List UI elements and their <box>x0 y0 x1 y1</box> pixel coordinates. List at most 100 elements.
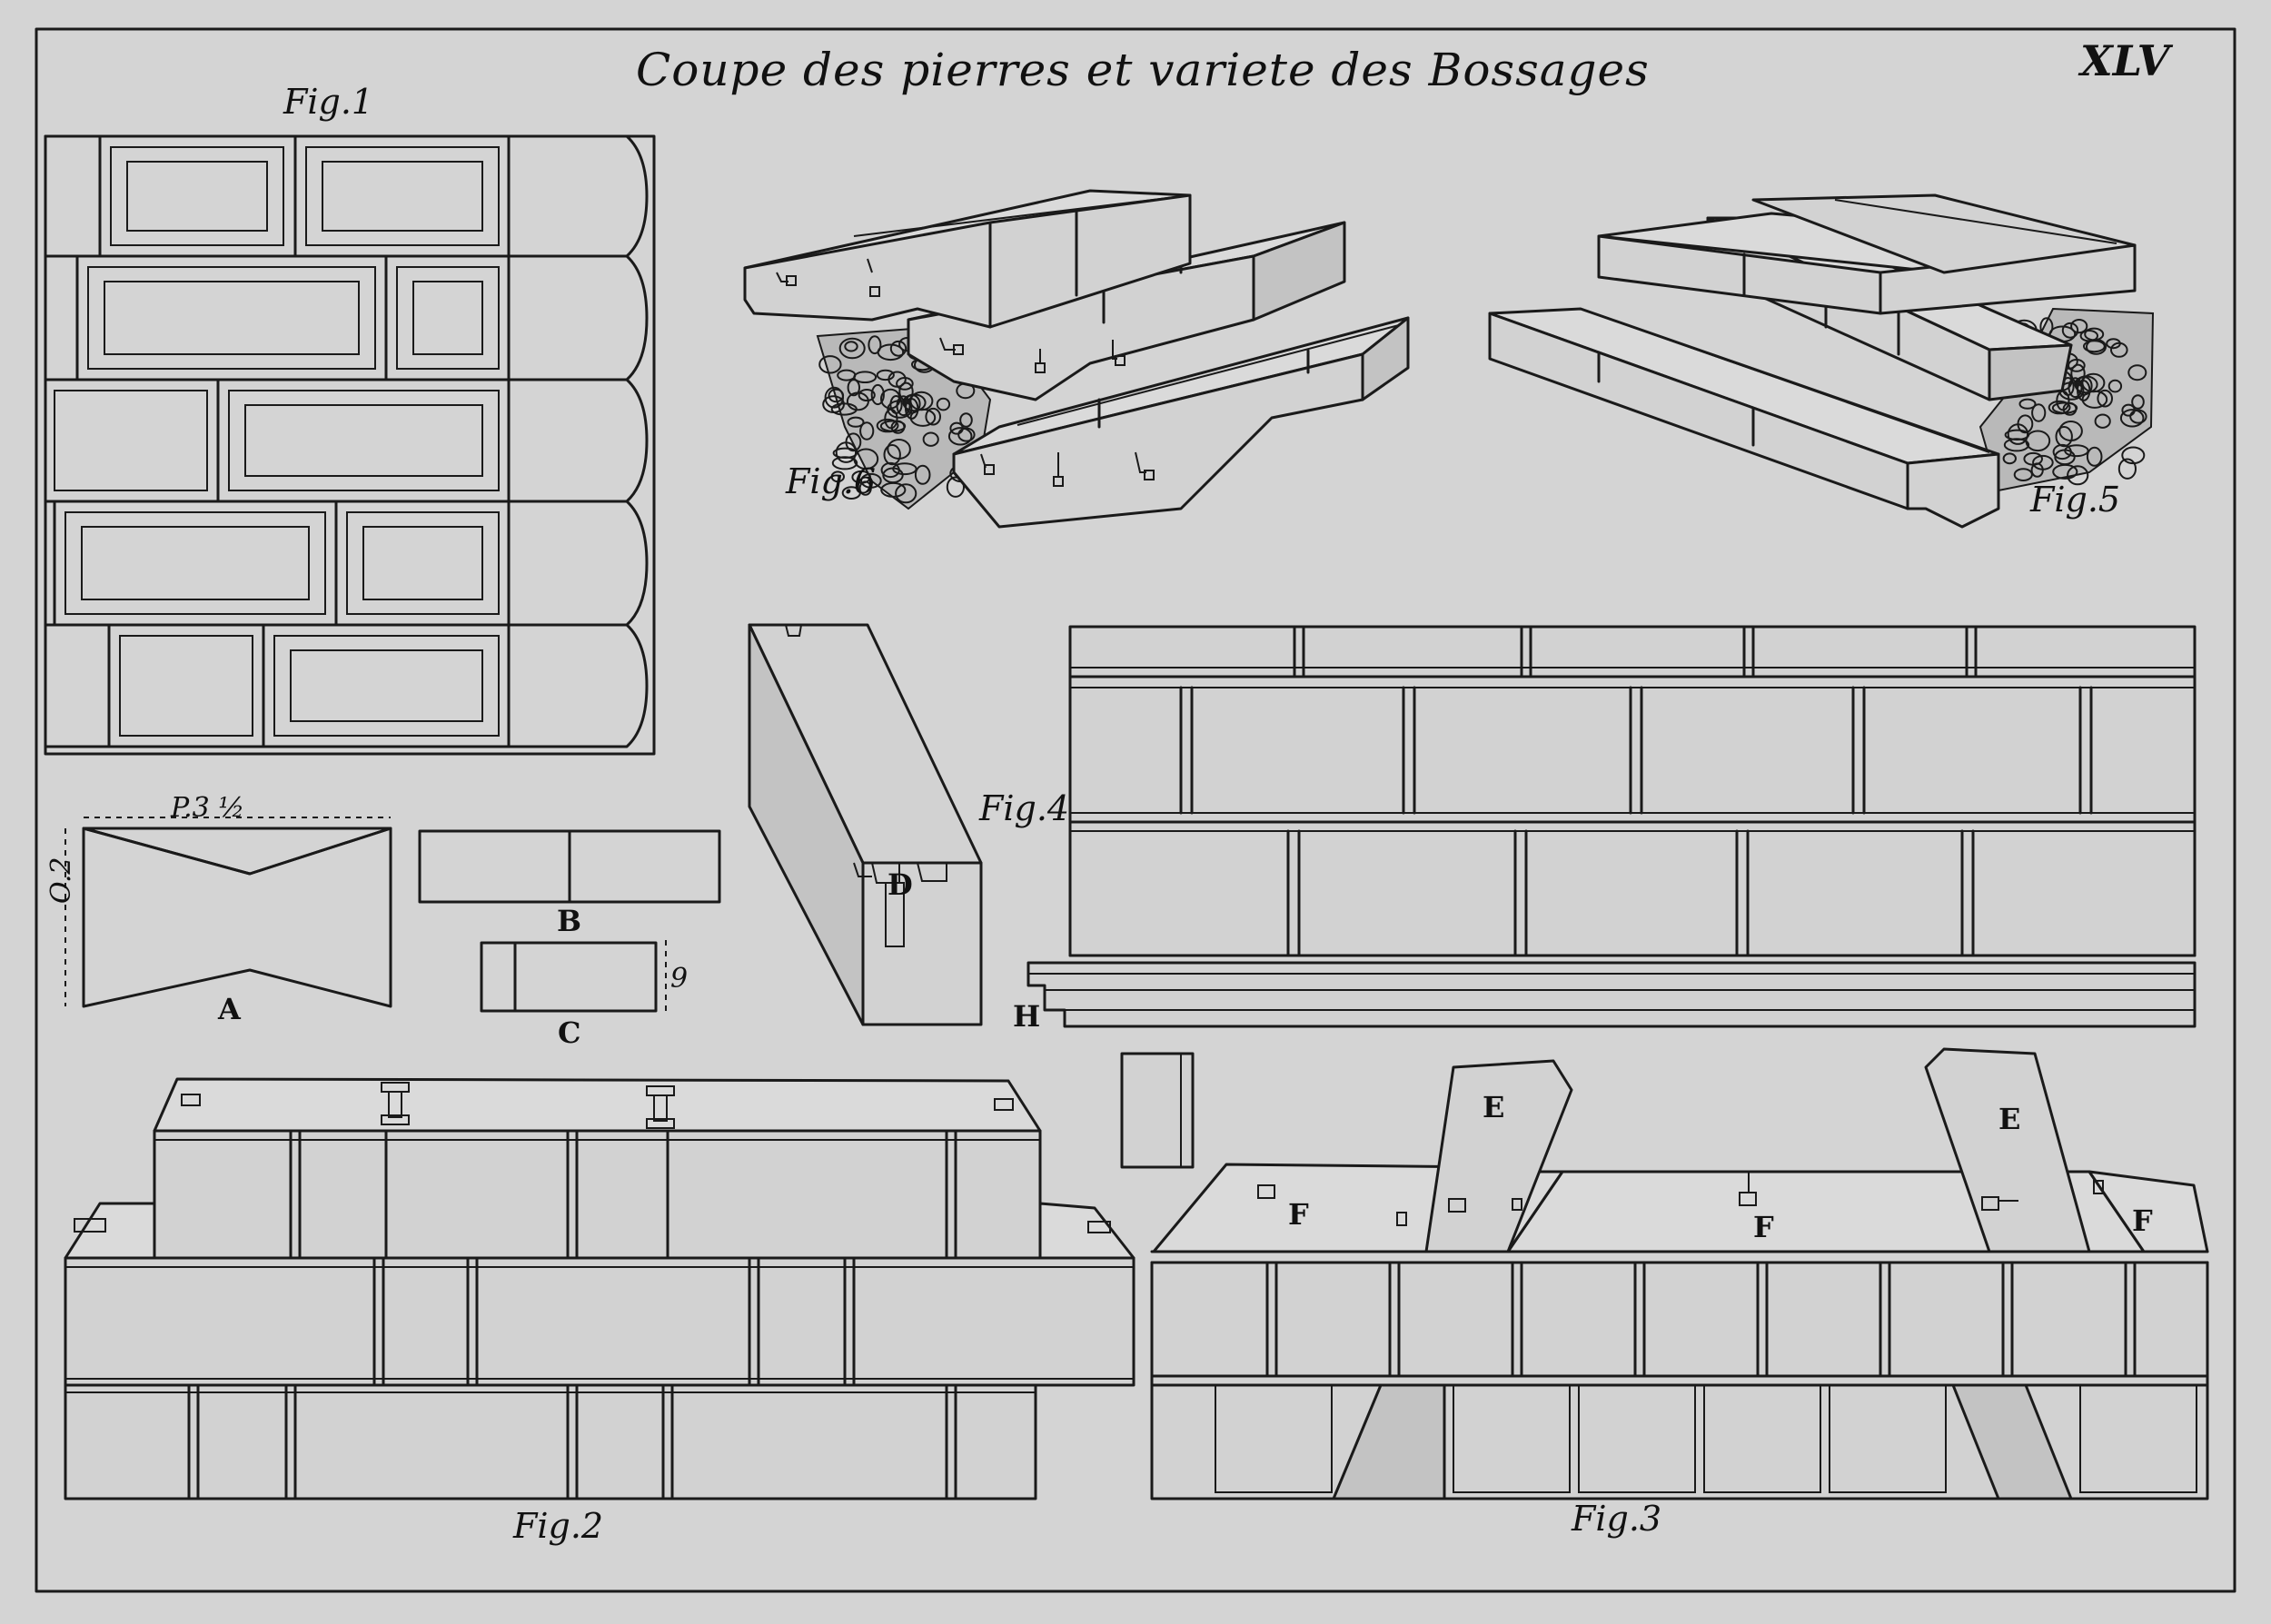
rubble-stone <box>887 439 911 460</box>
rubble-stone <box>883 444 901 466</box>
letter-E-right: E <box>1998 1102 2021 1136</box>
letter-C: C <box>558 1015 581 1050</box>
rubble-stone <box>876 369 895 381</box>
rubble-stone <box>2117 458 2137 480</box>
rubble-stone <box>822 395 845 414</box>
rubble-stone <box>2070 363 2086 383</box>
rubble-stone <box>2097 389 2113 408</box>
rubble-stone <box>2013 468 2033 481</box>
dimension-width-label: P.3 ½ <box>171 792 245 824</box>
rubble-stone <box>909 391 934 411</box>
small-block <box>1120 1052 1195 1169</box>
rubble-stone <box>2083 340 2106 353</box>
rubble-stone <box>922 431 939 447</box>
rubble-stone <box>2110 342 2128 358</box>
rubble-stone <box>847 416 865 428</box>
rubble-stone <box>841 486 861 500</box>
fig1-rusticated-wall <box>44 134 656 756</box>
rubble-stone <box>887 400 913 419</box>
rubble-stone <box>2032 454 2054 470</box>
rubble-stone <box>2094 413 2111 429</box>
rubble-stone <box>818 355 842 374</box>
fig5-stepped-courses <box>1488 193 2155 529</box>
rubble-stone <box>2064 444 2089 458</box>
rubble-stone <box>2119 409 2145 428</box>
plate-border <box>35 27 2236 1593</box>
rubble-stone <box>947 427 973 446</box>
fig3-label: Fig.3 <box>1572 1499 1662 1539</box>
rubble-stone <box>2058 421 2083 441</box>
rubble-stone <box>2127 364 2147 381</box>
rubble-stone <box>2131 394 2145 410</box>
rubble-stone <box>2052 463 2078 480</box>
rubble-stone <box>868 335 882 355</box>
detail-shape-B <box>418 829 721 904</box>
fig1-label: Fig.1 <box>283 82 374 122</box>
rubble-stone <box>957 427 976 442</box>
dimension-height-label: O.2 <box>45 857 77 904</box>
rubble-stone <box>2031 403 2047 422</box>
detail-shape-A <box>64 817 392 1008</box>
rubble-stone <box>896 377 914 391</box>
letter-F-left: F <box>1288 1197 1309 1232</box>
rubble-stone <box>2067 465 2089 486</box>
rubble-stone <box>835 441 858 463</box>
fig5-label: Fig.5 <box>2030 480 2121 520</box>
rubble-stone <box>2007 423 2029 445</box>
letter-D: D <box>888 867 913 902</box>
fig6-label: Fig.6 <box>786 461 877 501</box>
rubble-stone <box>2068 359 2086 372</box>
rubble-stone <box>925 407 941 426</box>
rubble-stone <box>838 337 866 360</box>
rubble-stone <box>853 371 878 384</box>
rubble-stone <box>880 481 907 498</box>
rubble-stone <box>2081 372 2106 393</box>
fig2-label: Fig.2 <box>513 1506 604 1546</box>
letter-B: B <box>557 904 582 938</box>
rubble-stone <box>824 386 844 409</box>
plate-title: Coupe des pierres et variete des Bossage… <box>636 44 1650 96</box>
block-D-with-mortise <box>748 623 983 1026</box>
rubble-stone <box>892 462 917 476</box>
detail-shape-C <box>480 940 667 1013</box>
letter-H: H <box>1013 999 1041 1034</box>
rubble-stone <box>830 470 845 483</box>
letter-F-middle: F <box>1753 1210 1774 1244</box>
rubble-stone <box>2004 429 2030 441</box>
rubble-stone <box>2070 319 2088 334</box>
rubble-stone <box>2051 401 2078 414</box>
rubble-stone <box>844 341 858 352</box>
rubble-stone <box>898 381 914 401</box>
rubble-stone <box>876 418 899 433</box>
rubble-stone <box>2129 409 2147 424</box>
rubble-stone <box>2107 379 2123 393</box>
rubble-stone <box>2055 426 2073 448</box>
rubble-stone <box>858 389 876 401</box>
rubble-stone <box>2061 322 2079 339</box>
rubble-stone <box>860 472 882 489</box>
rubble-stone <box>870 383 885 406</box>
rubble-stone <box>832 447 858 459</box>
rubble-stone <box>2002 452 2018 465</box>
fig4-channelled-wall <box>1026 625 2197 1028</box>
rubble-stone <box>895 483 917 504</box>
fig6-stepped-courses <box>743 189 1410 529</box>
fig2-coursed-wall <box>64 1077 1136 1500</box>
rubble-stone <box>914 464 931 485</box>
rubble-stone <box>2048 400 2071 415</box>
dimension-small-label: 9 <box>670 963 689 995</box>
rubble-stone <box>859 421 875 441</box>
fig4-label: Fig.4 <box>979 788 1070 828</box>
rubble-stone <box>879 420 907 432</box>
rubble-stone <box>2018 398 2037 410</box>
rubble-stone <box>889 340 907 357</box>
letter-E-left: E <box>1483 1090 1505 1124</box>
letter-A: A <box>218 992 241 1026</box>
rubble-stone <box>959 412 973 428</box>
rubble-stone <box>946 476 966 498</box>
letter-F-right: F <box>2132 1203 2153 1238</box>
rubble-stone <box>936 397 951 411</box>
rubble-stone <box>847 379 860 397</box>
